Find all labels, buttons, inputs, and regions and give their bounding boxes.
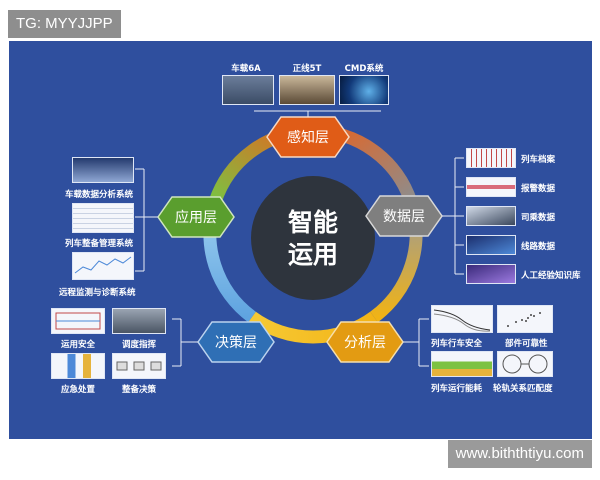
data-label-2: 报警数据 bbox=[521, 184, 556, 194]
connectors-data bbox=[442, 157, 464, 275]
analysis-label-3: 列车运行能耗 bbox=[431, 384, 483, 394]
hex-data: 数据层 bbox=[365, 195, 443, 237]
center-text-line2: 运用 bbox=[288, 240, 338, 269]
decision-image-4 bbox=[112, 353, 166, 379]
data-image-1 bbox=[466, 148, 516, 168]
application-image-1 bbox=[72, 157, 134, 183]
hex-analysis: 分析层 bbox=[326, 321, 404, 363]
perception-label-1: 车载6A bbox=[231, 64, 261, 74]
data-image-2 bbox=[466, 177, 516, 197]
hex-application: 应用层 bbox=[157, 196, 235, 238]
connectors-application bbox=[135, 168, 158, 272]
decision-label-3: 应急处置 bbox=[60, 385, 96, 395]
decision-label-1: 运用安全 bbox=[60, 340, 96, 350]
perception-label-2: 正线5T bbox=[292, 64, 322, 74]
svg-text:感知层: 感知层 bbox=[287, 129, 329, 146]
connectors-decision bbox=[172, 318, 198, 367]
application-label-2: 列车整备管理系统 bbox=[65, 239, 134, 249]
analysis-image-4 bbox=[497, 351, 553, 377]
center-circle bbox=[251, 176, 375, 300]
perception-image-1 bbox=[222, 75, 274, 105]
hex-decision: 决策层 bbox=[197, 321, 275, 363]
hex-perception: 感知层 bbox=[266, 116, 350, 158]
application-label-3: 远程监测与诊断系统 bbox=[59, 288, 136, 298]
watermark-bottom: www.biththtiyu.com bbox=[447, 440, 592, 468]
perception-image-2 bbox=[279, 75, 335, 105]
data-image-5 bbox=[466, 264, 516, 284]
svg-text:应用层: 应用层 bbox=[175, 209, 217, 226]
analysis-image-2 bbox=[497, 305, 553, 333]
data-label-1: 列车档案 bbox=[521, 155, 556, 165]
diagram-panel: 智能 运用 感知层 数据层 分析层 决策层 应用层 bbox=[9, 41, 592, 439]
analysis-label-4: 轮轨关系匹配度 bbox=[493, 384, 553, 394]
decision-image-2 bbox=[112, 308, 166, 334]
data-label-5: 人工经验知识库 bbox=[521, 271, 581, 281]
connectors-perception bbox=[254, 110, 381, 117]
center-text-line1: 智能 bbox=[288, 208, 338, 237]
analysis-label-2: 部件可靠性 bbox=[505, 339, 548, 349]
perception-image-3 bbox=[339, 75, 389, 105]
application-image-2 bbox=[72, 203, 134, 233]
data-image-4 bbox=[466, 235, 516, 255]
perception-label-3: CMD系统 bbox=[344, 64, 384, 74]
application-label-1: 车载数据分析系统 bbox=[65, 190, 134, 200]
analysis-label-1: 列车行车安全 bbox=[431, 339, 483, 349]
connectors-analysis bbox=[403, 318, 429, 367]
data-label-4: 线路数据 bbox=[521, 242, 556, 252]
decision-label-4: 整备决策 bbox=[121, 385, 157, 395]
decision-image-1 bbox=[51, 308, 105, 334]
decision-image-3 bbox=[51, 353, 105, 379]
analysis-image-3 bbox=[431, 351, 493, 377]
analysis-image-1 bbox=[431, 305, 493, 333]
data-image-3 bbox=[466, 206, 516, 226]
decision-label-2: 调度指挥 bbox=[121, 340, 157, 350]
data-label-3: 司乘数据 bbox=[521, 213, 556, 223]
cycle-diagram: 智能 运用 感知层 数据层 分析层 决策层 应用层 bbox=[135, 110, 464, 367]
application-image-3 bbox=[72, 252, 134, 280]
svg-text:决策层: 决策层 bbox=[215, 334, 257, 351]
svg-text:数据层: 数据层 bbox=[383, 209, 425, 225]
watermark-top: TG: MYYJJPP bbox=[8, 10, 121, 38]
svg-text:分析层: 分析层 bbox=[344, 335, 386, 351]
